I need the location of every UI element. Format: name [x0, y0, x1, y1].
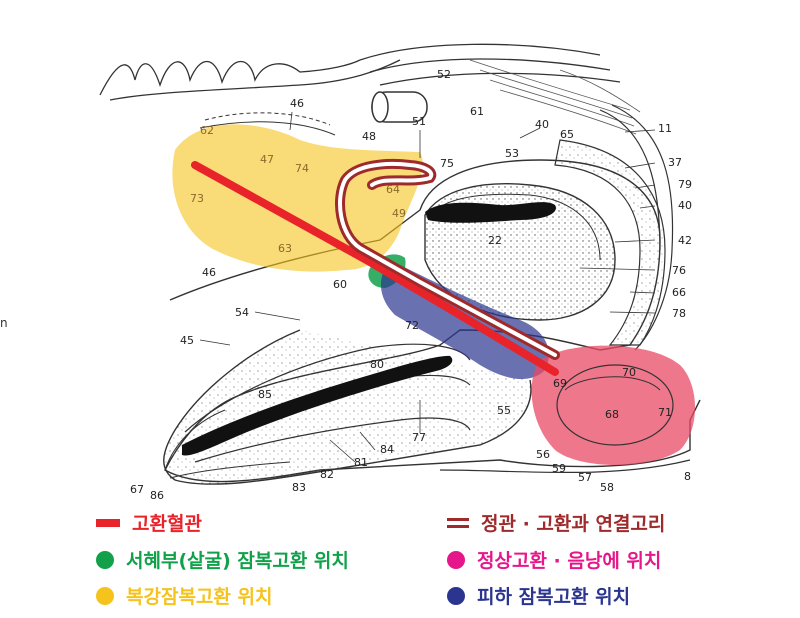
label-66: 66	[672, 286, 686, 299]
edge-text-fragment: n	[0, 316, 8, 330]
label-76: 76	[672, 264, 686, 277]
red-bar-marker	[96, 518, 120, 527]
double-line-marker	[447, 517, 469, 528]
label-58: 58	[600, 481, 614, 494]
label-42: 42	[678, 234, 692, 247]
testicular-vessel	[191, 161, 559, 376]
label-52: 52	[437, 68, 451, 81]
pink-dot-marker	[447, 550, 465, 569]
label-8: 8	[684, 470, 691, 483]
label-55: 55	[497, 404, 511, 417]
label-79: 79	[678, 178, 692, 191]
structure-number-labels: 52 46 61 48 51 40 11 53 65 62 47 74 75 3…	[130, 68, 692, 500]
label-75: 75	[440, 157, 454, 170]
abdominal-undescended-region	[172, 124, 423, 272]
label-56: 56	[536, 448, 550, 461]
label-63: 63	[278, 242, 292, 255]
legend-label: 피하 잠복고환 위치	[477, 586, 631, 608]
label-59: 59	[552, 462, 566, 475]
label-71: 71	[658, 406, 672, 419]
legend-item-inguinal: 서혜부(샅굴) 잠복고환 위치	[96, 546, 349, 573]
green-dot-marker	[96, 550, 114, 569]
label-37: 37	[668, 156, 682, 169]
vessel-cylinder	[371, 91, 428, 123]
legend-item-testicular-vessel: 고환혈관	[96, 509, 202, 536]
label-74: 74	[295, 162, 309, 175]
label-48: 48	[362, 130, 376, 143]
label-46-left: 46	[202, 266, 216, 279]
label-77: 77	[412, 431, 426, 444]
legend-label: 정상고환 · 음낭에 위치	[477, 550, 662, 572]
label-84: 84	[380, 443, 394, 456]
label-80: 80	[370, 358, 384, 371]
label-49: 49	[392, 207, 406, 220]
label-65: 65	[560, 128, 574, 141]
leader-lines	[199, 111, 656, 463]
legend-label: 서혜부(샅굴) 잠복고환 위치	[126, 550, 349, 572]
label-68: 68	[605, 408, 619, 421]
label-78: 78	[672, 307, 686, 320]
label-67: 67	[130, 483, 144, 496]
label-85: 85	[258, 388, 272, 401]
legend-label: 복강잠복고환 위치	[126, 586, 273, 608]
black-structure-85	[182, 355, 453, 456]
label-69: 69	[553, 377, 567, 390]
abdominal-wall-band	[554, 139, 666, 346]
vas-deferens-loop	[335, 158, 560, 360]
label-73: 73	[190, 192, 204, 205]
label-64: 64	[386, 183, 400, 196]
label-82: 82	[320, 468, 334, 481]
label-70: 70	[622, 366, 636, 379]
label-11: 11	[658, 122, 672, 135]
label-72: 72	[405, 319, 419, 332]
label-47: 47	[260, 153, 274, 166]
label-22: 22	[488, 234, 502, 247]
label-40-right: 40	[678, 199, 692, 212]
label-46-top: 46	[290, 97, 304, 110]
label-61: 61	[470, 105, 484, 118]
label-51: 51	[412, 115, 426, 128]
blue-dot-marker	[447, 586, 465, 605]
black-structure-22	[425, 202, 556, 223]
yellow-dot-marker	[96, 586, 114, 605]
legend: 고환혈관 정관 · 고환과 연결고리 서혜부(샅굴) 잠복고환 위치 정상고환 …	[0, 505, 800, 618]
label-60: 60	[333, 278, 347, 291]
legend-item-abdominal: 복강잠복고환 위치	[96, 582, 272, 609]
label-54: 54	[235, 306, 249, 319]
legend-item-normal-scrotal: 정상고환 · 음낭에 위치	[447, 546, 661, 573]
legend-label: 정관 · 고환과 연결고리	[481, 513, 666, 535]
label-53: 53	[505, 147, 519, 160]
label-45: 45	[180, 334, 194, 347]
legend-label: 고환혈관	[132, 513, 202, 535]
anatomical-diagram: 52 46 61 48 51 40 11 53 65 62 47 74 75 3…	[99, 43, 701, 500]
legend-item-vas-deferens: 정관 · 고환과 연결고리	[447, 509, 665, 536]
label-86: 86	[150, 489, 164, 500]
label-62: 62	[200, 124, 214, 137]
body-wall-sketch	[99, 43, 621, 101]
label-81: 81	[354, 456, 368, 469]
label-83: 83	[292, 481, 306, 494]
legend-item-subcutaneous: 피하 잠복고환 위치	[447, 582, 630, 609]
label-40-top: 40	[535, 118, 549, 131]
label-57: 57	[578, 471, 592, 484]
muscle-striations	[469, 59, 641, 135]
